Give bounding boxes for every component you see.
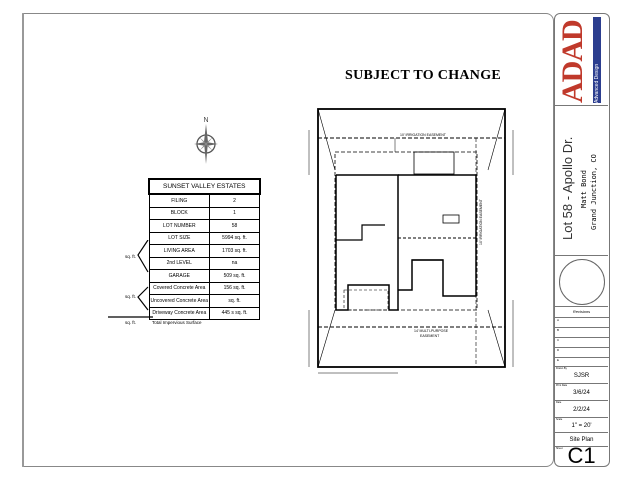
row-label: FILING bbox=[148, 193, 211, 208]
logo-subtitle: Advanced Design bbox=[593, 17, 601, 103]
revision-row: E bbox=[555, 357, 610, 367]
row-label: GARAGE bbox=[148, 269, 211, 283]
company-logo: ADAD Advanced Design bbox=[555, 15, 608, 106]
row-label: LOT SIZE bbox=[148, 231, 211, 245]
scale-label: Scale bbox=[556, 418, 563, 421]
row-label: 2nd LEVEL bbox=[148, 256, 211, 270]
title-block bbox=[554, 13, 610, 467]
row-label: Driveway Concrete Area bbox=[148, 306, 211, 320]
right-easement-label: 10' IRRIGATION EASEMENT bbox=[479, 198, 483, 245]
bottom-easement-label-2: EASEMENT bbox=[420, 334, 440, 338]
row-label: LOT NUMBER bbox=[148, 219, 211, 233]
row-value: sq. ft. bbox=[209, 294, 261, 308]
scale-value: 1" = 20' bbox=[571, 423, 592, 429]
drawn-by-value: SJSR bbox=[573, 373, 590, 379]
row-value: 1703 sq. ft. bbox=[209, 244, 261, 258]
row-value: 509 sq. ft. bbox=[209, 269, 261, 283]
row-value: 5994 sq. ft. bbox=[209, 231, 261, 245]
row-value: 156 sq. ft. bbox=[209, 281, 261, 295]
row-value: 58 bbox=[209, 219, 261, 233]
revision-row: B bbox=[555, 327, 610, 338]
sheet-label: Sheet bbox=[556, 447, 563, 450]
page-title: SUBJECT TO CHANGE bbox=[345, 68, 502, 83]
total-impervious-label: Total Impervious Surface bbox=[152, 320, 202, 325]
revisions-header: Revisions bbox=[555, 306, 608, 317]
sheet-border bbox=[22, 13, 554, 467]
table-title: SUNSET VALLEY ESTATES bbox=[148, 178, 261, 195]
total-sqft-label: sq. ft. bbox=[125, 320, 137, 325]
project-name: Lot 58 - Apollo Dr. bbox=[560, 136, 575, 240]
client-name: Matt Bond bbox=[580, 170, 588, 208]
row-value: 445 s sq. ft. bbox=[209, 306, 261, 320]
bracket-lines bbox=[108, 240, 153, 318]
scale-field: Scale 1" = 20' bbox=[555, 417, 608, 433]
revision-row: D bbox=[555, 347, 610, 358]
row-value: 1 bbox=[209, 206, 261, 220]
concrete-sqft-label: sq. ft. bbox=[125, 294, 137, 299]
row-label: BLOCK bbox=[148, 206, 211, 220]
living-sqft-label: sq. ft. bbox=[125, 254, 137, 259]
print-date-value: 3/6/24 bbox=[573, 390, 590, 396]
logo-text: ADAD bbox=[556, 20, 589, 103]
top-easement-label: 10' IRRIGATION EASEMENT bbox=[400, 133, 447, 137]
sheet-number-field: Sheet C1 bbox=[555, 443, 608, 468]
date-label: Date bbox=[556, 401, 562, 404]
bottom-easement-label: 14' MULTI-PURPOSE bbox=[414, 329, 449, 333]
date-field: Date 2/2/24 bbox=[555, 400, 608, 418]
row-label: LIVING AREA bbox=[148, 244, 211, 258]
drawn-by-label: Drawn By bbox=[556, 367, 567, 370]
row-value: 2 bbox=[209, 193, 261, 208]
print-date-label: Print Date bbox=[556, 384, 568, 387]
north-arrow-icon: N bbox=[194, 117, 218, 164]
site-plan-drawing: 10' IRRIGATION EASEMENT 14' MULTI-PURPOS… bbox=[308, 108, 514, 374]
sheet-title: Site Plan bbox=[555, 432, 608, 447]
revision-row: A bbox=[555, 317, 610, 328]
row-label: Uncovered Concrete Area bbox=[148, 294, 211, 308]
stamp-area bbox=[555, 255, 608, 306]
revision-row: C bbox=[555, 337, 610, 348]
row-label: Covered Concrete Area bbox=[148, 281, 211, 295]
print-date-field: Print Date 3/6/24 bbox=[555, 383, 608, 401]
north-label: N bbox=[203, 117, 208, 124]
date-value: 2/2/24 bbox=[573, 407, 590, 413]
drawn-by-field: Drawn By SJSR bbox=[555, 366, 608, 384]
sheet-number: C1 bbox=[567, 443, 596, 468]
client-city: Grand Junction, CO bbox=[590, 154, 598, 230]
row-value: na bbox=[209, 256, 261, 270]
